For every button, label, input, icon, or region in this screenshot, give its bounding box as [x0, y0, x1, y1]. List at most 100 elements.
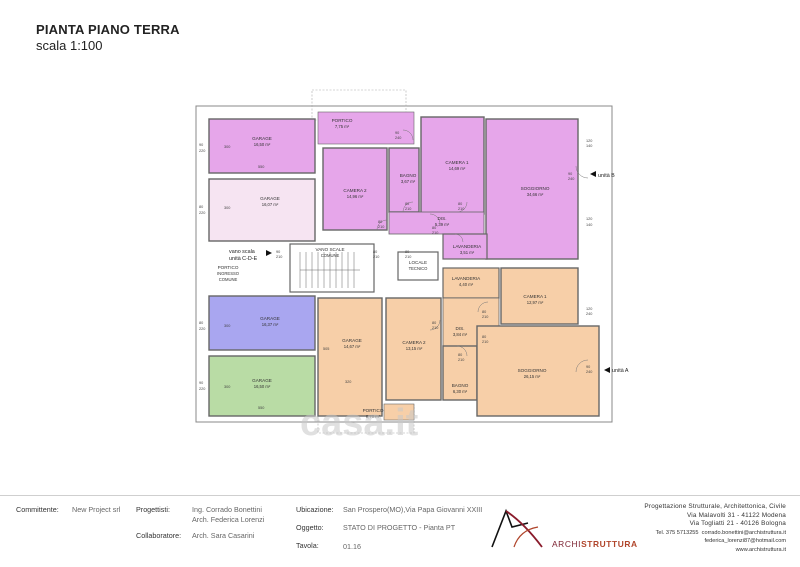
- dim-label: 220: [199, 149, 205, 153]
- room-area: 5,39 m²: [435, 222, 450, 227]
- dim-label: 550: [258, 406, 264, 410]
- room-name: CAMERA 2: [402, 340, 426, 345]
- committente-label: Committente:: [16, 505, 59, 514]
- garage-2: [208, 178, 316, 242]
- floor-plan: GARAGE 16,50 m² GARAGE 16,07 m² PORTICO …: [195, 89, 629, 444]
- dim-label: 90: [276, 250, 280, 254]
- room-name: PORTICO: [332, 118, 353, 123]
- page-title: PIANTA PIANO TERRA: [36, 22, 180, 37]
- dim-label: 80: [373, 250, 377, 254]
- room-name: CAMERA 2: [343, 188, 367, 193]
- unit-b-arrow: [590, 171, 596, 177]
- dim-label: 80: [432, 321, 436, 325]
- room-name: LAVANDERIA: [453, 244, 482, 249]
- brand-part-b: STRUTTURA: [581, 539, 638, 549]
- progettisti-value-1: Ing. Corrado Bonettini: [192, 505, 262, 514]
- room-name: DIS.: [438, 216, 447, 221]
- dim-label: 80: [378, 220, 382, 224]
- tavola-label: Tavola:: [296, 541, 319, 550]
- dim-label: 80: [405, 202, 409, 206]
- dim-label: 210: [405, 255, 411, 259]
- room-name: LAVANDERIA: [452, 276, 481, 281]
- dim-label: 90: [199, 143, 203, 147]
- company-brand: ARCHISTRUTTURA: [552, 539, 638, 549]
- dim-label: 120: [586, 139, 592, 143]
- room-area: 16,37 m²: [262, 322, 279, 327]
- room-area: 26,15 m²: [524, 374, 541, 379]
- room-area: 3,84 m²: [453, 332, 468, 337]
- dim-label: 210: [458, 358, 464, 362]
- dim-label: 300: [224, 385, 230, 389]
- dim-label: 505: [323, 347, 329, 351]
- room-area: 14,96 m²: [347, 194, 364, 199]
- company-email-2: federica_lorenzi87@hotmail.com: [704, 538, 786, 545]
- room-name: BAGNO: [400, 173, 417, 178]
- portico-top: [317, 111, 415, 145]
- camera-1-bottom: [500, 267, 579, 325]
- company-line-2: Via Malavolti 31 - 41122 Modena: [686, 511, 786, 519]
- dim-label: 120: [586, 307, 592, 311]
- dim-label: 80: [458, 202, 462, 206]
- ubicazione-value: San Prospero(MO),Via Papa Giovanni XXIII: [343, 505, 483, 514]
- room-sub: TECNICO: [409, 266, 429, 271]
- garage-4: [208, 355, 316, 417]
- brand-part-a: ARCHI: [552, 539, 582, 549]
- camera-2-bottom: [385, 297, 442, 401]
- dim-label: 550: [258, 165, 264, 169]
- dim-label: 80: [482, 335, 486, 339]
- soggiorno-top: [485, 118, 579, 260]
- dim-label: 220: [199, 327, 205, 331]
- portico-top-outline: [311, 89, 407, 121]
- dim-label: 240: [586, 312, 592, 316]
- locale-tecnico: [397, 251, 439, 281]
- collaboratore-label: Collaboratore:: [136, 531, 182, 540]
- room-area: 12,97 m²: [527, 300, 544, 305]
- room-area: 13,15 m²: [406, 346, 423, 351]
- unit-b-label: unità B: [598, 173, 615, 179]
- lavanderia-top: [442, 233, 488, 260]
- company-line-1: Progettazione Strutturale, Architettonic…: [644, 503, 786, 510]
- room-area: 14,67 m²: [344, 344, 361, 349]
- dim-label: 210: [482, 315, 488, 319]
- collaboratore-value: Arch. Sara Casarini: [192, 531, 255, 540]
- scale-label: scala 1:100: [36, 38, 103, 53]
- dis-top: [388, 211, 485, 235]
- room-name: PORTICO: [218, 265, 239, 270]
- progettisti-label: Progettisti:: [136, 505, 170, 514]
- camera-1-top: [420, 116, 485, 215]
- watermark: casa.it: [300, 402, 419, 444]
- room-area: 4,40 m²: [459, 282, 474, 287]
- bagno-top: [388, 147, 420, 213]
- room-area: 16,50 m²: [254, 384, 271, 389]
- dim-label: 210: [458, 207, 464, 211]
- dim-label: 300: [224, 206, 230, 210]
- dim-label: 210: [276, 255, 282, 259]
- committente-value: New Project srl: [72, 505, 121, 514]
- company-email-1: corrado.bonettini@archistruttura.it: [701, 529, 786, 536]
- dim-label: 320: [345, 380, 351, 384]
- room-name: PORTICO: [363, 408, 384, 413]
- room-name: BAGNO: [452, 383, 469, 388]
- portico-bottom: [383, 403, 415, 421]
- oggetto-label: Oggetto:: [296, 523, 324, 532]
- company-tel: Tel. 375 5713255: [655, 529, 699, 536]
- room-name: GARAGE: [260, 316, 280, 321]
- dim-label: 210: [378, 225, 384, 229]
- dim-label: 80: [482, 310, 486, 314]
- camera-2-top: [322, 147, 388, 231]
- dim-label: 220: [199, 387, 205, 391]
- ubicazione-label: Ubicazione:: [296, 505, 334, 514]
- dim-label: 220: [199, 211, 205, 215]
- room-area: 7,75 m²: [335, 124, 350, 129]
- room-area: 8,70 m²: [366, 414, 381, 419]
- dim-label: 80: [458, 353, 462, 357]
- dim-label: 240: [568, 177, 574, 181]
- room-name: DIS.: [456, 326, 465, 331]
- unit-a-arrow: [604, 367, 610, 373]
- title-block: Committente: New Project srl Progettisti…: [0, 495, 800, 567]
- lavanderia-bottom: [442, 267, 500, 299]
- room-area: 6,30 m²: [453, 389, 468, 394]
- dim-label: 90: [395, 131, 399, 135]
- dim-label: 90: [568, 172, 572, 176]
- dim-label: 80: [405, 250, 409, 254]
